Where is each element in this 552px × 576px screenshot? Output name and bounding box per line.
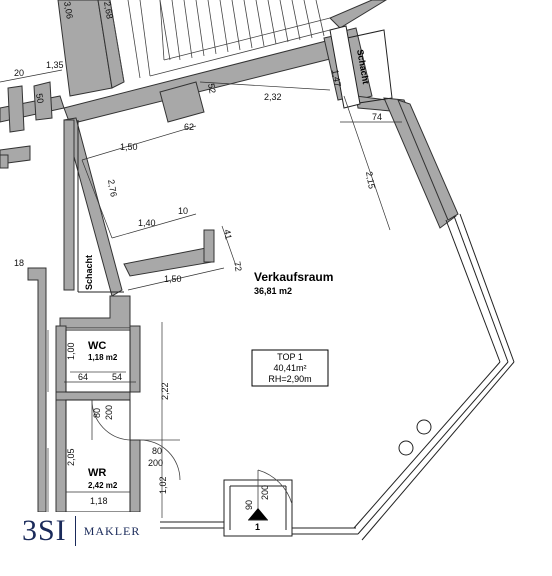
dimension-labels: 3,06 2,68 20 1,35 50 52 2,32 1,47 74 1,5… [14,1,382,510]
dim-10: 10 [178,206,188,216]
unit-height: RH=2,90m [268,374,311,384]
dim-72: 72 [232,261,244,273]
upper-left-walls [0,81,65,513]
bottom-walls [160,469,358,537]
logo-divider [74,516,76,546]
dim-80-b: 80 [152,446,162,456]
dim-1-35: 1,35 [46,60,64,70]
dim-90: 90 [244,500,254,510]
dim-50: 50 [34,93,46,105]
unit-title: TOP 1 [277,352,303,362]
sales-room-name: Verkaufsraum [254,270,333,284]
wc-name: WC [88,340,106,352]
dim-1-40: 1,40 [138,218,156,228]
unit-info-box: TOP 1 40,41m² RH=2,90m [251,349,329,387]
dim-1-47: 1,47 [330,69,343,88]
dim-41: 41 [222,229,234,241]
dim-52: 52 [206,83,218,95]
niche-wall [123,229,215,277]
dim-1-02: 1,02 [158,476,168,494]
dim-200-b: 200 [148,458,163,468]
shaft-left-label: Schacht [84,255,94,290]
dim-2-22: 2,22 [160,382,170,400]
room-labels: Verkaufsraum 36,81 m2 WC 1,18 m2 WR 2,42… [88,270,333,490]
dim-62: 62 [184,122,194,132]
dim-2-32: 2,32 [264,92,282,102]
dim-1-50-top: 1,50 [120,142,138,152]
dim-18: 18 [14,258,24,268]
sales-room-area: 36,81 m2 [254,286,292,296]
unit-area: 40,41m² [273,363,306,373]
dim-2-15: 2,15 [364,171,377,190]
dimension-lines [0,69,402,518]
facade [353,213,515,541]
dim-3-06: 3,06 [62,1,75,20]
wr-area: 2,42 m2 [88,481,118,490]
dim-2-68: 2,68 [102,1,115,20]
dim-200-c: 200 [260,485,270,500]
dim-74: 74 [372,112,382,122]
left-shaft: Schacht [59,117,131,329]
dim-64: 64 [78,372,88,382]
wr-name: WR [88,467,106,479]
company-logo: 3SI MAKLER [18,512,145,550]
logo-brand: 3SI [22,514,67,547]
dim-1-00: 1,00 [66,342,76,360]
dim-2-05: 2,05 [66,448,76,466]
dim-2-76: 2,76 [106,179,119,198]
wc-area: 1,18 m2 [88,353,118,362]
dim-1-50-bot: 1,50 [164,274,182,284]
dim-1-18: 1,18 [90,496,108,506]
entrance-number: 1 [255,522,260,532]
dim-200-a: 200 [104,405,114,420]
wc-wr-block [55,325,181,513]
main-top-wall [63,27,459,229]
dim-20: 20 [14,68,24,78]
entrance-marker: 1 [248,508,268,532]
dim-80-a: 80 [92,408,102,418]
dim-54: 54 [112,372,122,382]
logo-subtitle: MAKLER [83,523,141,538]
